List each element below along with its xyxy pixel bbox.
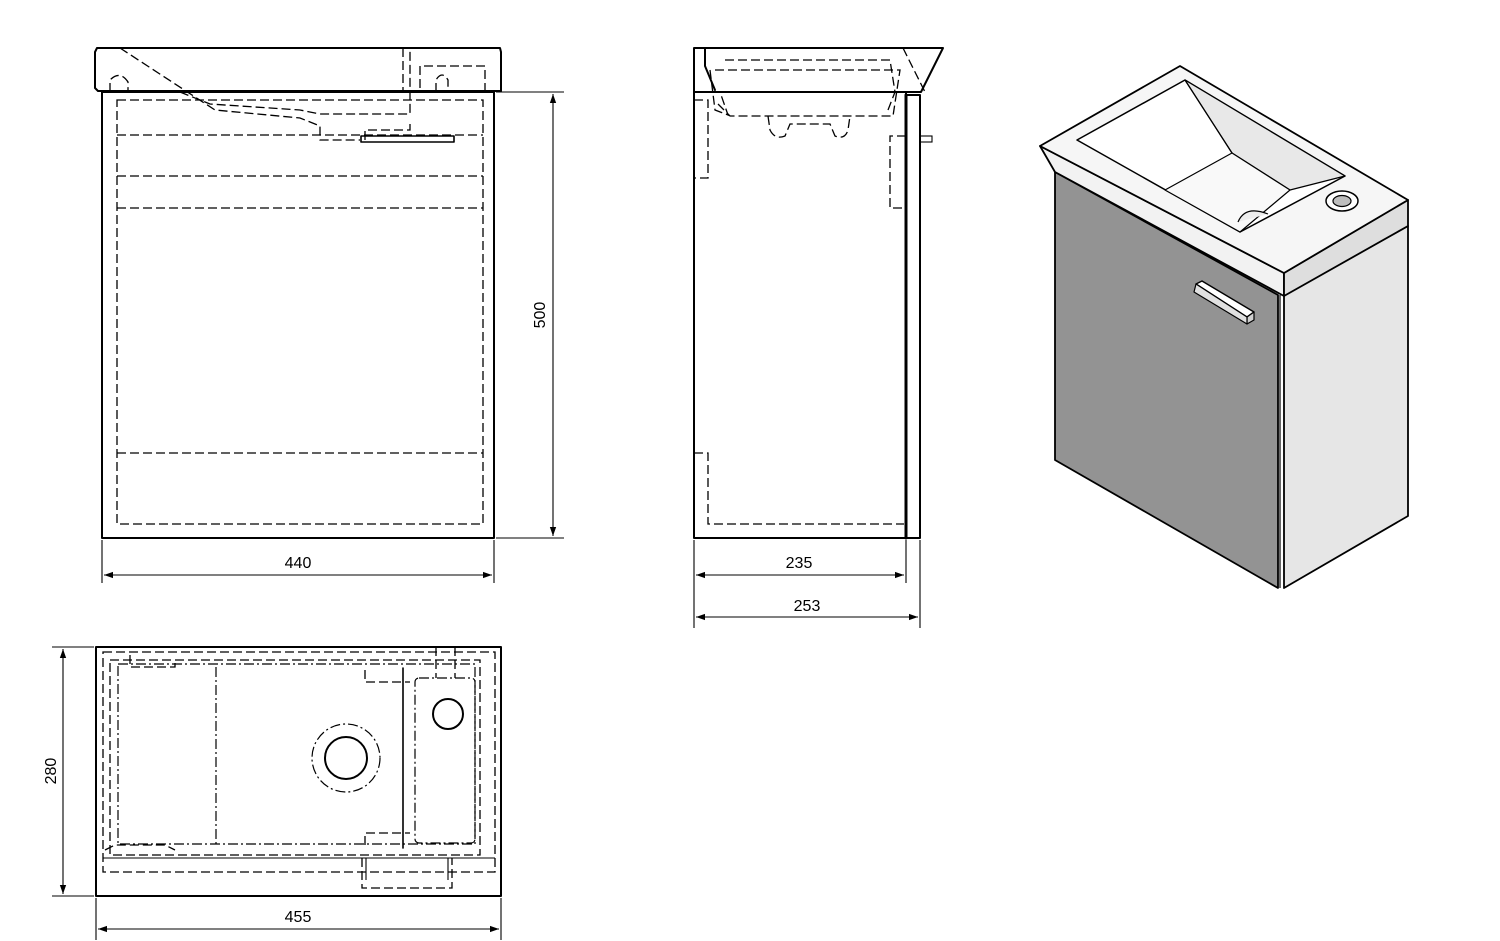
dimension-side-depth-total: 253: [696, 540, 921, 628]
dimension-side-depth-body: 235: [693, 540, 907, 628]
dimension-top-width: 455: [95, 898, 502, 940]
dimension-label-280: 280: [43, 758, 60, 785]
dimension-front-height: 500: [496, 91, 564, 539]
side-view: [693, 47, 944, 540]
dimension-front-width: 440: [101, 540, 495, 583]
dimension-label-235: 235: [786, 555, 813, 572]
dimension-label-455: 455: [285, 909, 312, 926]
isometric-view: [1039, 65, 1409, 589]
dimension-label-253: 253: [794, 598, 821, 615]
front-view: [94, 47, 502, 539]
dimension-top-depth: 280: [43, 646, 94, 897]
dimension-label-440: 440: [285, 555, 312, 572]
top-view: [95, 646, 502, 897]
dimension-label-500: 500: [532, 302, 549, 329]
